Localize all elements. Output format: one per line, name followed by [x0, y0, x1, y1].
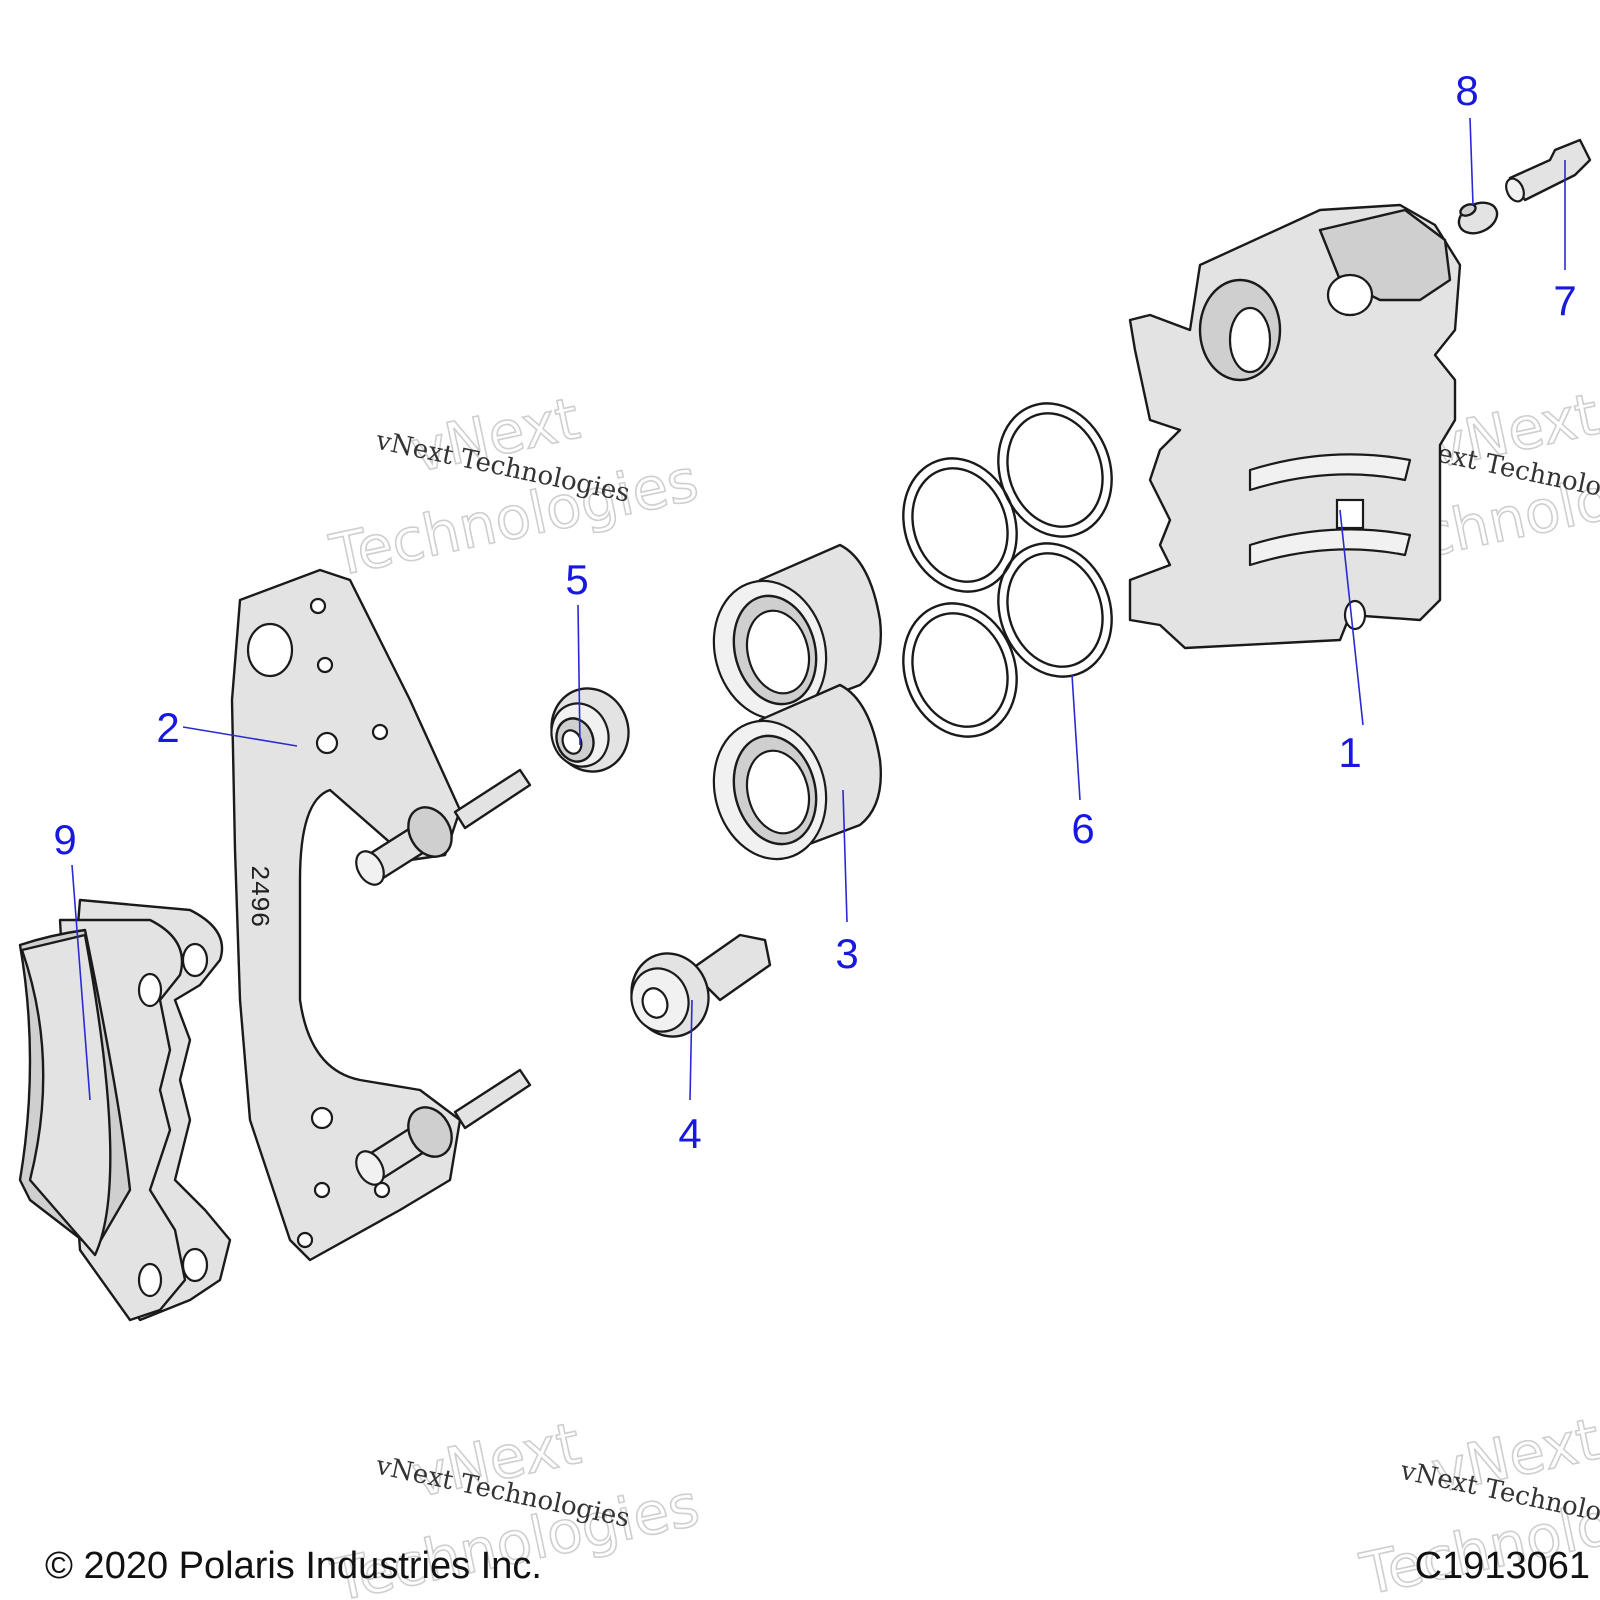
leader-1	[1339, 509, 1364, 726]
callout-2: 2	[156, 704, 179, 751]
callout-4: 4	[678, 1110, 701, 1157]
caliper-body	[1128, 203, 1462, 650]
leader-4	[689, 999, 693, 1101]
callout-7: 7	[1553, 277, 1576, 324]
guide-pin-upper	[355, 768, 532, 886]
callout-9: 9	[53, 816, 76, 863]
bleeder-cap	[1457, 201, 1499, 235]
leader-6	[1071, 674, 1081, 801]
leader-lines	[71, 117, 1566, 1101]
leader-9	[71, 864, 91, 1101]
callout-3: 3	[835, 930, 858, 977]
seal-ring-3	[997, 542, 1113, 678]
caliper-bracket: 2496	[230, 568, 532, 1262]
bracket-part-marking: 2496	[244, 865, 274, 927]
leader-8	[1469, 117, 1474, 206]
seal-ring-2	[902, 457, 1018, 593]
callout-6: 6	[1071, 805, 1094, 852]
callout-5: 5	[565, 556, 588, 603]
callout-1: 1	[1338, 729, 1361, 776]
seal-ring-1	[997, 402, 1113, 538]
guide-pin-lower	[355, 1068, 532, 1186]
leader-3	[842, 789, 848, 923]
pistons	[712, 543, 882, 861]
callout-8: 8	[1455, 67, 1478, 114]
seal-ring-4	[902, 602, 1018, 738]
piston-lower	[712, 683, 882, 861]
callouts: 1 2 3 4 5 6 7 8 9	[53, 67, 1576, 1157]
leader-5	[577, 604, 581, 746]
brake-pads	[18, 898, 232, 1322]
leader-2	[182, 726, 298, 747]
bleeder-screw	[1505, 138, 1592, 203]
pin-boot-upper	[550, 687, 630, 773]
copyright-notice: © 2020 Polaris Industries Inc.	[45, 1545, 542, 1587]
figure-code: C1913061	[1415, 1545, 1590, 1587]
pin-boot-lower	[630, 933, 772, 1038]
piston-seals	[902, 402, 1113, 738]
